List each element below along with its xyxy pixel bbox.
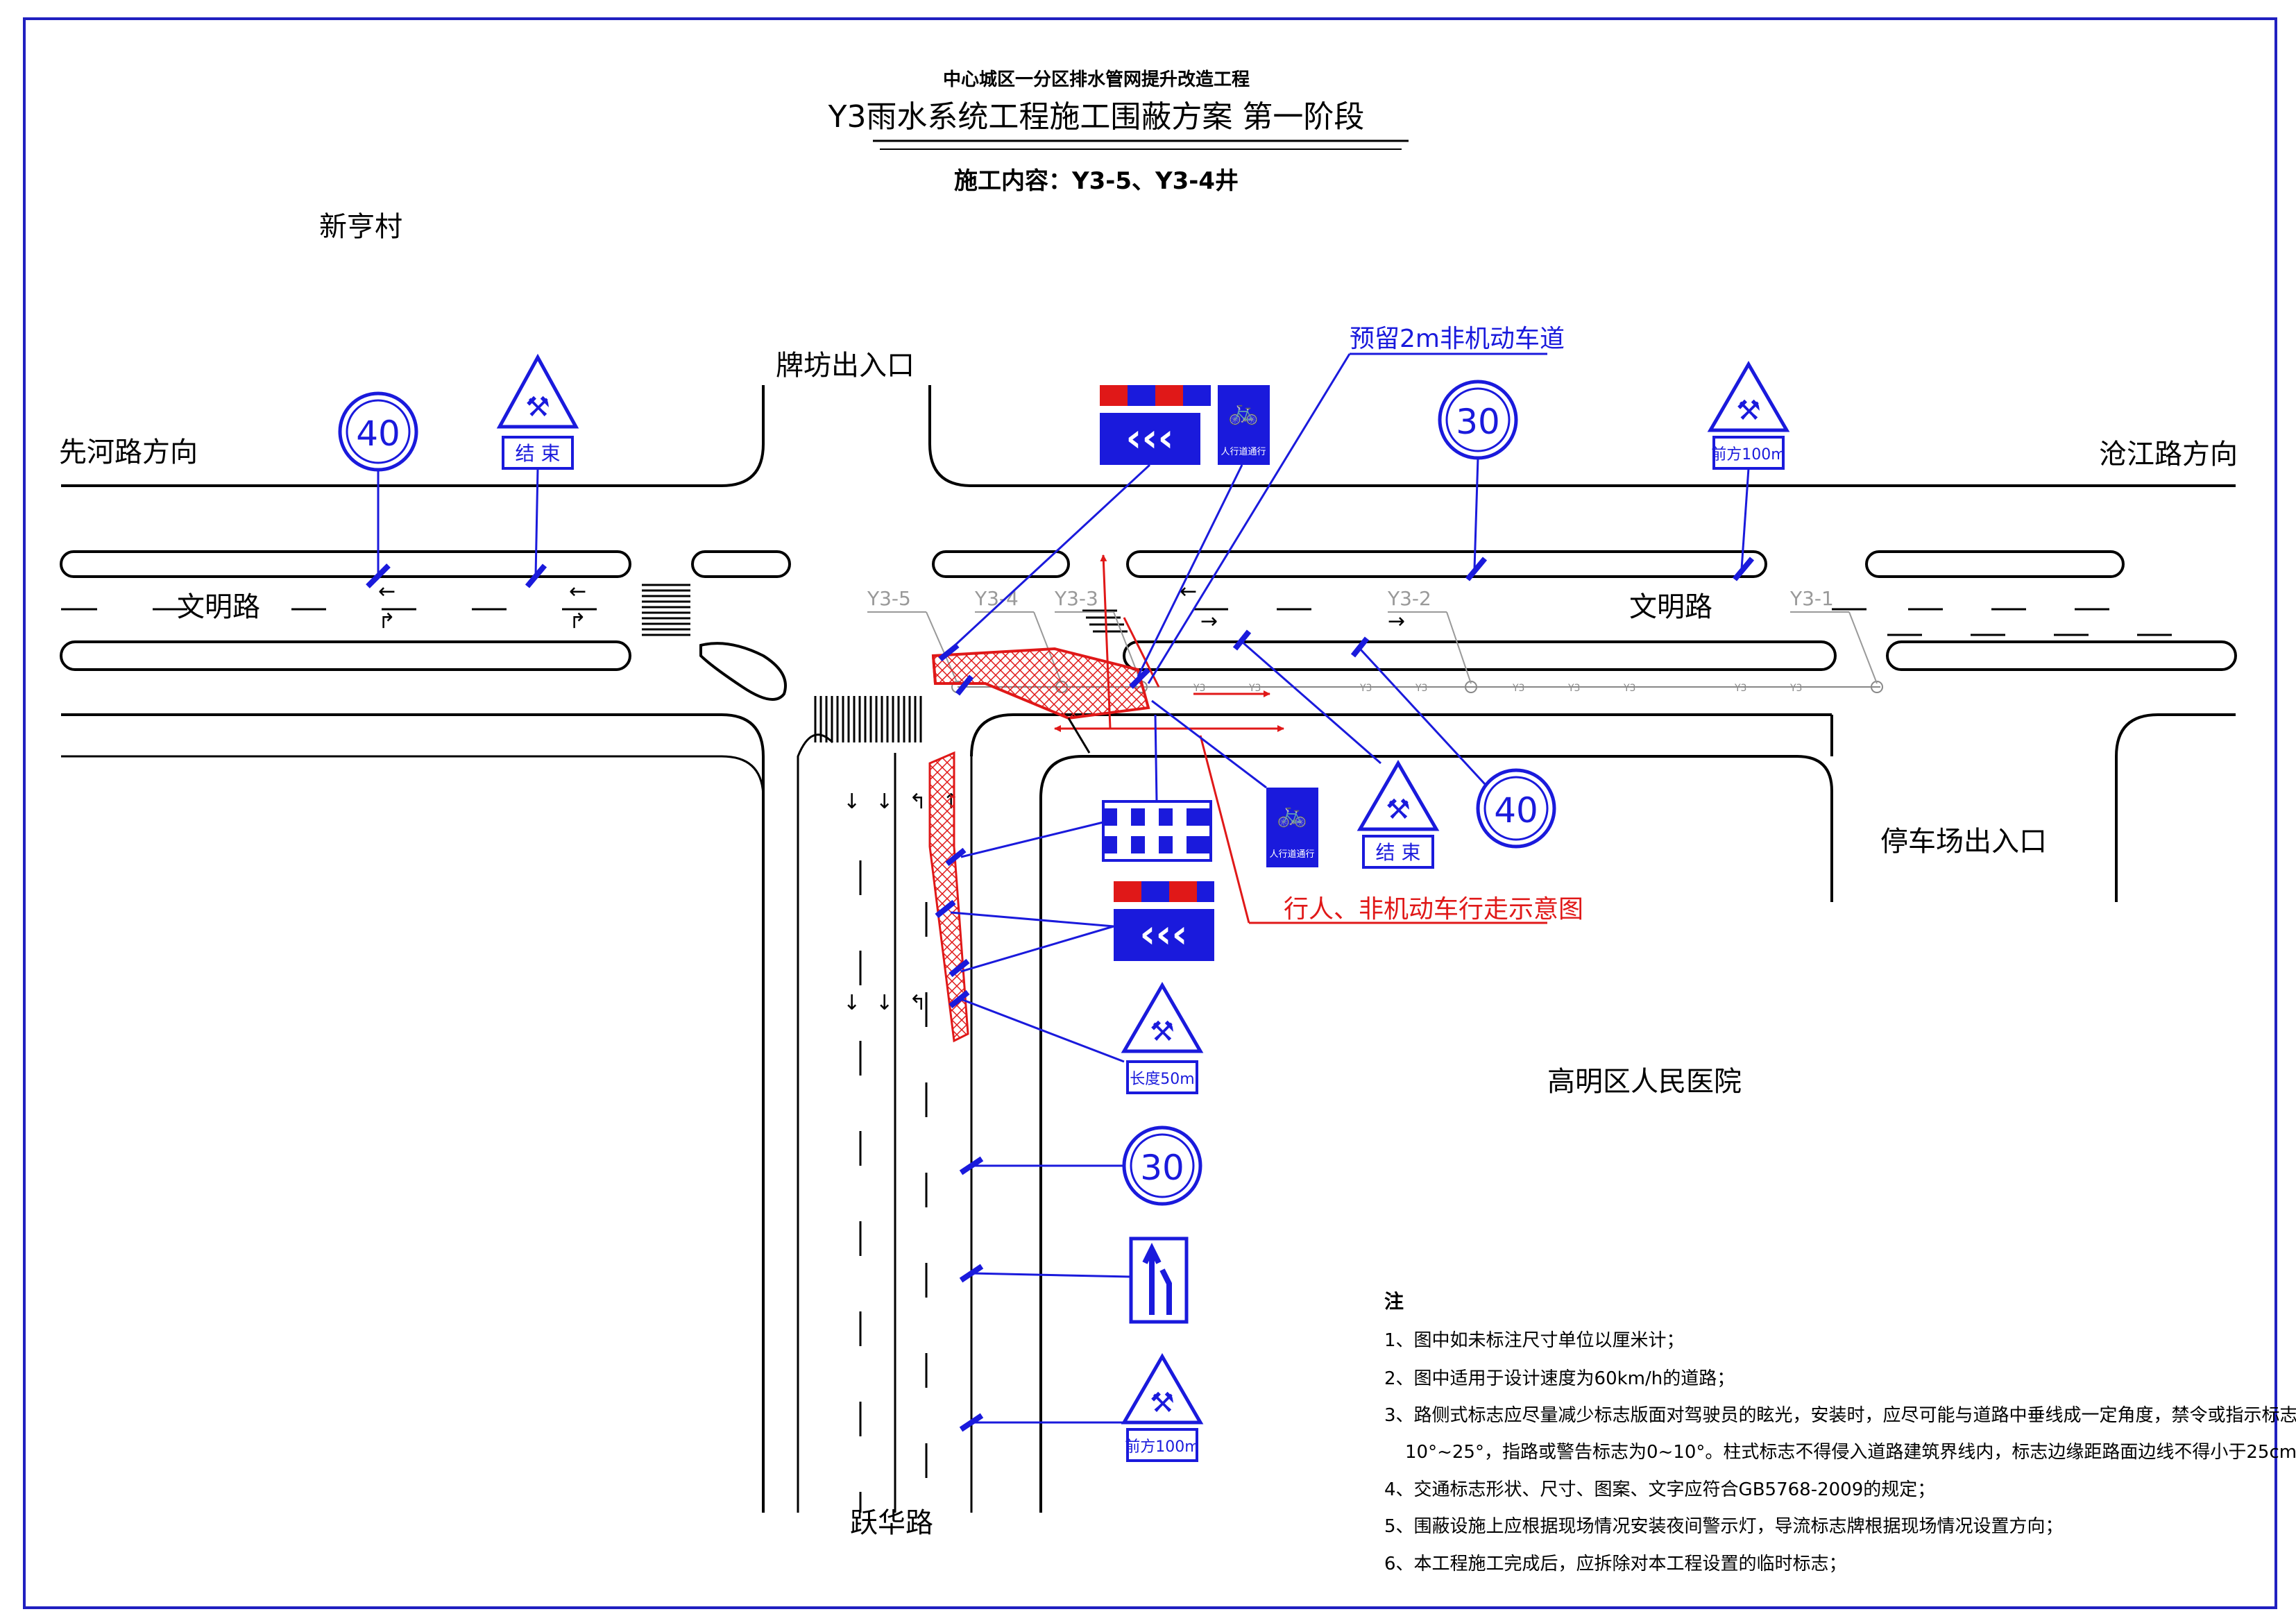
end-construction-sign-nw: ⚒ 结 束 [496, 353, 579, 588]
svg-text:Y3: Y3 [1359, 683, 1372, 694]
svg-text:30: 30 [1140, 1148, 1184, 1188]
svg-text:←: ← [569, 579, 586, 604]
well-y3-1: Y3-1 [1789, 587, 1834, 610]
work-ahead-100m-sign-n: ⚒ 前方100m [1707, 361, 1790, 581]
pedestrian-pass-sign-top: 🚲 人行道通行 [1137, 385, 1270, 677]
well-y3-2: Y3-2 [1387, 587, 1431, 610]
road-barrier-sign [960, 714, 1212, 862]
chevron-warning-sign-top: ‹‹‹ [942, 385, 1211, 657]
svg-text:↓: ↓ [876, 790, 893, 814]
speed-limit-40-sign-right: 40 [1350, 636, 1556, 849]
svg-text:←: ← [1180, 579, 1197, 604]
svg-text:↱: ↱ [378, 609, 396, 634]
svg-text:Y3: Y3 [1248, 683, 1261, 694]
note-4: 4、交通标志形状、尺寸、图案、文字应符合GB5768-2009的规定； [1384, 1479, 1935, 1500]
hospital-label: 高明区人民医院 [1547, 1066, 1742, 1098]
pedestrian-pass-sign-right: 🚲 人行道通行 [1151, 699, 1318, 867]
road-label-east: 文明路 [1629, 591, 1712, 623]
road-label-west: 文明路 [177, 591, 260, 623]
svg-text:↓: ↓ [843, 991, 860, 1015]
svg-text:Y3: Y3 [1734, 683, 1746, 694]
svg-text:→: → [1200, 609, 1218, 634]
svg-text:←: ← [378, 579, 396, 604]
note-3: 3、路侧式标志应尽量减少标志版面对驾驶员的眩光，安装时，应尽可能与道路中垂线成一… [1384, 1405, 2296, 1426]
well-y3-5: Y3-5 [867, 587, 911, 610]
reserved-lane-callout: 预留2m非机动车道 [1147, 325, 1565, 684]
notes-heading: 注 [1384, 1290, 1404, 1313]
plan-title: Y3雨水系统工程施工围蔽方案 第一阶段 [828, 99, 1365, 135]
svg-text:40: 40 [1494, 790, 1538, 831]
well-y3-3: Y3-3 [1054, 587, 1098, 610]
svg-text:长度50m: 长度50m [1130, 1071, 1194, 1088]
parking-entrance-label: 停车场出入口 [1880, 826, 2047, 858]
work-ahead-100m-sign-s: ⚒ 前方100m [959, 1353, 1204, 1462]
end-construction-sign-right: ⚒ 结 束 [1232, 629, 1440, 869]
svg-text:Y3: Y3 [1789, 683, 1802, 694]
svg-text:‹‹‹: ‹‹‹ [1125, 416, 1173, 461]
svg-text:结 束: 结 束 [516, 442, 561, 465]
svg-text:↱: ↱ [569, 609, 586, 634]
svg-text:↰: ↰ [909, 991, 926, 1015]
drawing-frame [23, 17, 2277, 1609]
svg-text:⚒: ⚒ [1386, 794, 1411, 826]
svg-text:30: 30 [1456, 402, 1500, 442]
svg-text:人行道通行: 人行道通行 [1221, 447, 1266, 457]
svg-text:Y3: Y3 [1567, 683, 1580, 694]
speed-limit-40-sign-nw: 40 [338, 391, 418, 588]
svg-text:前方100m: 前方100m [1125, 1438, 1199, 1456]
lane-arrows: ← ← ↱ ↱ ← → → ↓ ↓ ↰ ↑ ↓ ↓ ↰ [378, 579, 1405, 1015]
svg-text:前方100m: 前方100m [1711, 446, 1785, 464]
svg-text:⚒: ⚒ [1150, 1387, 1175, 1419]
project-title: 中心城区一分区排水管网提升改造工程 [943, 69, 1250, 90]
note-3-continued: 10°~25°，指路或警告标志为0~10°。柱式标志不得侵入道路建筑界线内，标志… [1405, 1442, 2296, 1463]
svg-text:↓: ↓ [843, 790, 860, 814]
village-label: 新亨村 [319, 211, 402, 243]
crosswalk-south [814, 696, 922, 742]
svg-text:‹‹‹: ‹‹‹ [1139, 912, 1187, 957]
east-direction-label: 沧江路方向 [2099, 439, 2238, 470]
svg-text:↓: ↓ [876, 991, 893, 1015]
road-label-south: 跃华路 [850, 1507, 933, 1539]
svg-text:Y3: Y3 [1193, 683, 1205, 694]
svg-text:⚒: ⚒ [1150, 1016, 1175, 1048]
well-labels: Y3-5 Y3-4 Y3-3 Y3-2 Y3-1 [867, 587, 1878, 684]
svg-text:Y3: Y3 [1415, 683, 1427, 694]
note-2: 2、图中适用于设计速度为60km/h的道路； [1384, 1368, 1735, 1389]
construction-content: 施工内容：Y3-5、Y3-4井 [954, 167, 1239, 195]
crosswalk-west [642, 584, 690, 636]
west-direction-label: 先河路方向 [59, 436, 198, 468]
svg-text:⚒: ⚒ [525, 391, 550, 423]
road-network [60, 385, 2237, 1513]
note-1: 1、图中如未标注尺寸单位以厘米计； [1384, 1330, 1685, 1351]
svg-text:Y3: Y3 [1512, 683, 1524, 694]
svg-text:⚒: ⚒ [1736, 395, 1761, 427]
chevron-warning-sign-mid: ‹‹‹ [950, 881, 1214, 973]
svg-text:Y3: Y3 [1623, 683, 1635, 694]
svg-text:人行道通行: 人行道通行 [1269, 849, 1314, 860]
speed-limit-30-sign-s: 30 [959, 1125, 1202, 1206]
svg-text:→: → [1388, 609, 1405, 634]
speed-limit-30-sign-n: 30 [1438, 380, 1518, 581]
svg-text:结 束: 结 束 [1376, 841, 1421, 864]
note-6: 6、本工程施工完成后，应拆除对本工程设置的临时标志； [1384, 1554, 1847, 1574]
svg-text:↰: ↰ [909, 790, 926, 814]
lane-markings [61, 608, 2172, 1513]
north-entrance-label: 牌坊出入口 [776, 350, 915, 382]
lane-merge-sign [959, 1237, 1189, 1324]
svg-text:🚲: 🚲 [1228, 398, 1259, 426]
sign-posts-south [935, 643, 1150, 1009]
title-block: 中心城区一分区排水管网提升改造工程 Y3雨水系统工程施工围蔽方案 第一阶段 施工… [828, 69, 1409, 195]
notes-block: 注 1、图中如未标注尺寸单位以厘米计； 2、图中适用于设计速度为60km/h的道… [1384, 1290, 2296, 1574]
svg-text:40: 40 [356, 414, 400, 454]
svg-text:🚲: 🚲 [1277, 800, 1308, 829]
note-5: 5、围蔽设施上应根据现场情况安装夜间警示灯，导流标志牌根据现场情况设置方向； [1384, 1516, 2064, 1537]
ped-route-callout: 行人、非机动车行走示意图 [1284, 895, 1583, 924]
svg-text:预留2m非机动车道: 预留2m非机动车道 [1350, 325, 1565, 353]
work-length-50m-sign: ⚒ 长度50m [960, 982, 1204, 1094]
